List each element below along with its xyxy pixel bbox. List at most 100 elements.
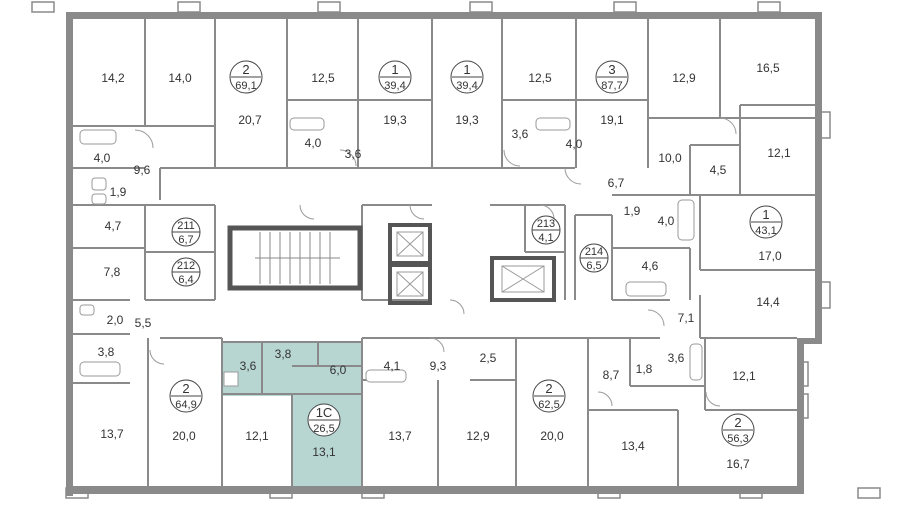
room-area: 16,7 [726, 457, 750, 471]
room-area: 4,6 [642, 259, 659, 273]
room-area: 16,5 [756, 61, 780, 75]
apartment-area: 64,9 [175, 399, 196, 411]
apartment-area: 69,1 [235, 80, 256, 92]
room-area: 20,0 [540, 429, 564, 443]
apartment-badge: 1 39,4 [378, 60, 412, 94]
apartment-badge: 1 43,1 [749, 205, 783, 239]
room-area: 12,9 [466, 429, 490, 443]
room-area: 12,1 [732, 369, 756, 383]
storage-badges: 211 6,7 212 6,4 213 4,1 214 6,5 [171, 215, 609, 287]
room-area: 14,2 [101, 71, 125, 85]
room-area: 14,0 [168, 71, 192, 85]
outer-walls [66, 12, 822, 496]
apartment-area: 39,4 [384, 80, 405, 92]
apartment-badges: 2 69,1 1 39,4 1 39,4 3 87,7 1 43,1 [169, 60, 783, 447]
storage-number: 213 [537, 218, 555, 230]
room-area: 3,8 [98, 345, 115, 359]
room-area: 19,3 [455, 113, 479, 127]
apartment-badge: 2 56,3 [721, 413, 755, 447]
room-area: 5,5 [135, 316, 152, 330]
room-area: 12,1 [245, 429, 269, 443]
room-area: 1,9 [110, 185, 127, 199]
room-area: 9,3 [430, 359, 447, 373]
room-area: 3,8 [275, 347, 292, 361]
apartment-badge: 2 64,9 [169, 379, 203, 413]
apartment-area: 26,5 [313, 423, 334, 435]
storage-area: 6,7 [178, 234, 193, 246]
apartment-badge: 1 39,4 [450, 60, 484, 94]
room-area: 4,1 [384, 359, 401, 373]
room-area: 3,6 [240, 359, 257, 373]
room-area: 9,6 [134, 163, 151, 177]
doors [134, 117, 737, 407]
apartment-area: 43,1 [755, 225, 776, 237]
room-area: 19,3 [383, 113, 407, 127]
storage-area: 6,5 [586, 260, 601, 272]
room-area: 3,6 [668, 351, 685, 365]
room-area: 8,7 [603, 368, 620, 382]
room-area: 13,4 [621, 439, 645, 453]
apartment-rooms: 3 [608, 62, 615, 77]
staircase [227, 225, 363, 291]
apartment-badge: 2 62,5 [532, 379, 566, 413]
apartment-area: 87,7 [601, 80, 622, 92]
room-area: 4,0 [566, 137, 583, 151]
room-area: 3,6 [512, 127, 529, 141]
room-area: 12,5 [311, 71, 335, 85]
room-area: 7,8 [104, 265, 121, 279]
room-area: 1,9 [624, 204, 641, 218]
storage-number: 214 [585, 246, 603, 258]
interior-walls [73, 19, 815, 486]
room-area: 12,1 [767, 146, 791, 160]
apartment-rooms: 2 [734, 415, 741, 430]
room-area: 10,0 [658, 151, 682, 165]
room-area: 12,9 [672, 71, 696, 85]
room-area: 13,1 [312, 445, 336, 459]
storage-number: 212 [177, 260, 195, 272]
storage-badge: 214 6,5 [579, 243, 609, 273]
room-area: 6,7 [608, 176, 625, 190]
sanitary-fixtures [79, 117, 703, 387]
room-area: 4,0 [658, 214, 675, 228]
apartment-badge: 2 69,1 [229, 60, 263, 94]
apartment-area: 39,4 [456, 80, 477, 92]
apartment-area: 62,5 [538, 399, 559, 411]
room-area: 13,7 [388, 429, 412, 443]
apartment-area: 56,3 [727, 433, 748, 445]
apartment-rooms: 2 [182, 381, 189, 396]
room-area: 13,7 [100, 427, 124, 441]
room-area: 4,0 [94, 151, 111, 165]
apartment-rooms: 1 [762, 207, 769, 222]
apartment-badge: 3 87,7 [595, 60, 629, 94]
apartment-rooms: 2 [545, 381, 552, 396]
room-area: 1,8 [636, 362, 653, 376]
room-area: 7,1 [678, 311, 695, 325]
storage-badge: 212 6,4 [171, 257, 201, 287]
room-area: 20,0 [172, 429, 196, 443]
room-area: 4,7 [105, 219, 122, 233]
apartment-rooms: 1 [391, 62, 398, 77]
apartment-badge: 1С 26,5 [307, 403, 341, 437]
storage-area: 4,1 [538, 232, 553, 244]
elevator-cross-marks [396, 231, 545, 297]
room-area: 19,1 [600, 113, 624, 127]
apartment-rooms: 1 [463, 62, 470, 77]
apartment-rooms: 1С [316, 405, 333, 420]
room-area: 2,5 [480, 351, 497, 365]
room-area: 3,6 [345, 147, 362, 161]
apartment-rooms: 2 [242, 62, 249, 77]
storage-badge: 213 4,1 [531, 215, 561, 245]
room-area: 2,0 [107, 313, 124, 327]
room-area: 6,0 [330, 363, 347, 377]
room-area: 12,5 [528, 71, 552, 85]
room-area: 17,0 [758, 249, 782, 263]
storage-area: 6,4 [178, 274, 193, 286]
room-area: 14,4 [756, 295, 780, 309]
room-area: 4,0 [305, 136, 322, 150]
elevators [388, 223, 556, 305]
room-area: 4,5 [710, 163, 727, 177]
room-labels: 14,2 14,0 20,7 12,5 19,3 19,3 12,5 19,1 … [94, 61, 791, 471]
storage-number: 211 [177, 220, 195, 232]
room-area: 20,7 [238, 113, 262, 127]
